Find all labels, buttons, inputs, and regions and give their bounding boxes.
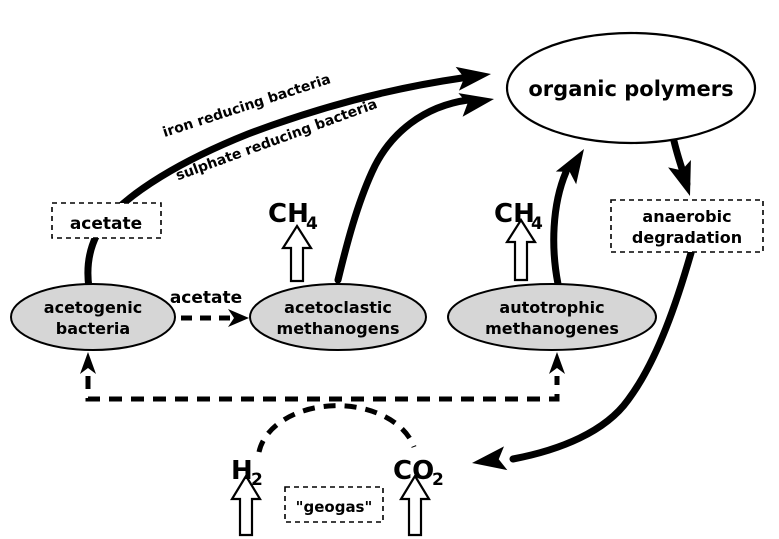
acetoclastic-methanogens-label-line1: acetoclastic (284, 298, 392, 317)
ch4-label-left-subscript: 4 (306, 214, 318, 234)
arrow-acetoclastic-to-organic-polymers (334, 96, 472, 284)
acetate-box-label: acetate (70, 214, 142, 234)
acetate-box (51, 202, 162, 239)
dashed-arrowhead-to-acetogenic (80, 352, 96, 374)
arrowhead-autotrophic-to-organic-polymers (555, 149, 584, 185)
arrow-autotrophic-to-organic-polymers (550, 168, 570, 288)
h2-up-arrow (230, 473, 262, 537)
nodes (10, 31, 764, 523)
acetogenic-bacteria-label-line2: bacteria (56, 319, 130, 338)
autotrophic-methanogenes-label-line1: autotrophic (499, 298, 604, 317)
ch4-up-arrow-left (280, 223, 314, 283)
arrowhead-anaerobic-to-geogas (472, 446, 508, 471)
co2-label-subscript: 2 (432, 470, 444, 490)
geogas-box (284, 486, 384, 523)
arrowhead-acetogenic-to-organic-polymers (455, 66, 491, 91)
co2-label: CO (393, 456, 434, 486)
anaerobic-degradation-box (610, 199, 764, 253)
arrowhead-organic-polymers-to-anaerobic (668, 159, 691, 196)
organic-polymers-ellipse (505, 31, 757, 145)
anaerobic-degradation-label-line1: anaerobic (642, 207, 731, 226)
dashed-arc-geogas (256, 403, 417, 453)
autotrophic-methanogenes-label-line2: methanogenes (485, 319, 619, 338)
arrow-anaerobic-to-geogas (509, 249, 695, 463)
co2-up-arrow (399, 473, 431, 537)
h2-label-subscript: 2 (251, 470, 263, 490)
acetoclastic-methanogens-label-line2: methanogens (277, 319, 400, 338)
geogas-label: "geogas" (296, 498, 373, 516)
acetate-flow-label: acetate (170, 288, 242, 308)
arrowhead-acetoclastic-to-organic-polymers (458, 93, 494, 117)
organic-polymers-label: organic polymers (528, 77, 733, 101)
autotrophic-methanogenes-ellipse (447, 283, 657, 351)
arrow-acetogenic-to-organic-polymers (84, 74, 466, 292)
dashed-connectors (80, 309, 565, 453)
ch4-label-right-subscript: 4 (531, 214, 543, 234)
ch4-up-arrow-right (504, 217, 538, 282)
acetogenic-bacteria-label-line1: acetogenic (44, 298, 142, 317)
solid-arrows (84, 66, 695, 471)
ch4-label-right: CH (494, 199, 535, 229)
dashed-arrowhead-acetate-flow (228, 309, 249, 327)
gas-emission-arrows (230, 217, 538, 537)
acetoclastic-methanogens-ellipse (249, 283, 427, 351)
ch4-label-left: CH (268, 199, 309, 229)
h2-label: H (231, 456, 253, 486)
dashed-arrowhead-to-autotrophic (549, 352, 565, 374)
anaerobic-degradation-label-line2: degradation (632, 228, 742, 247)
sulphate-reducing-bacteria-label: sulphate reducing bacteria (174, 96, 380, 184)
acetogenic-bacteria-ellipse (10, 283, 176, 351)
dashed-loop (85, 376, 560, 402)
